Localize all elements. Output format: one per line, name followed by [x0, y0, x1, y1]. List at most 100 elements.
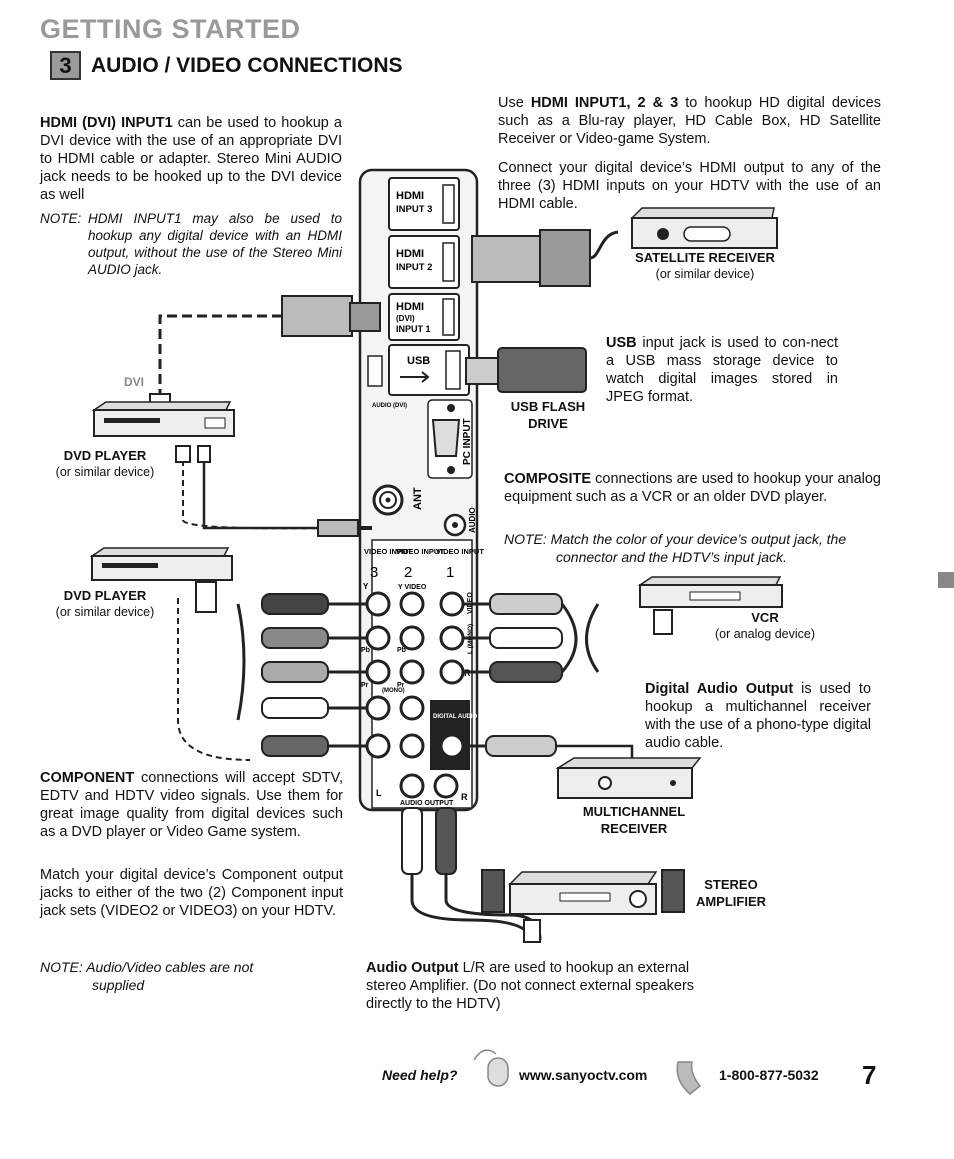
component-bold: COMPONENT	[40, 770, 135, 786]
input3-text: INPUT 3	[396, 204, 432, 215]
dvd1-audio-cable	[175, 445, 372, 537]
dvd-player-2-label: DVD PLAYER (or similar device)	[40, 587, 170, 621]
usb-port-text: USB	[407, 355, 430, 367]
composite-note-label: NOTE	[504, 531, 543, 547]
hdmi-inputs-bold: HDMI INPUT1, 2 & 3	[530, 95, 679, 111]
digital-audio-paragraph: Digital Audio Output is used to hookup a…	[645, 680, 871, 752]
video-input-2-text: VIDEO INPUT	[396, 547, 444, 556]
usb-flash-drive-label: USB FLASH DRIVE	[500, 398, 596, 432]
dvd2-label-text: DVD PLAYER	[63, 588, 147, 603]
hdmi-input-2-port: HDMI INPUT 2	[388, 235, 460, 289]
composite-plugs	[462, 593, 600, 683]
phone-icon	[676, 1061, 702, 1095]
hdmi-inputs-paragraph: Use HDMI INPUT1, 2 & 3 to hookup HD digi…	[498, 94, 881, 148]
component-paragraph: COMPONENT connections will accept SDTV, …	[40, 769, 343, 841]
hdmi-inputs-post: to hookup HD digital devices such as a B…	[498, 95, 881, 147]
usb-drive-label-line2: DRIVE	[528, 416, 568, 431]
num-1-text: 1	[446, 564, 454, 581]
dvi-port-text: (DVI)	[396, 314, 415, 323]
dvi-tag: DVI	[124, 375, 144, 389]
page-title: AUDIO / VIDEO CONNECTIONS	[91, 53, 403, 77]
multichannel-receiver-label: MULTICHANNEL RECEIVER	[566, 803, 702, 837]
note-text: HDMI INPUT1 may also be used to hookup a…	[88, 211, 342, 277]
antenna-port: ANT	[372, 484, 424, 516]
phone-number: 1-800-877-5032	[719, 1067, 819, 1083]
stereo-label-line1: STEREO	[704, 877, 758, 892]
component-note: NOTE: Audio/Video cables are not supplie…	[40, 959, 254, 993]
video-input-3-text: VIDEO INPUT	[364, 547, 412, 556]
num-3-text: 3	[370, 564, 378, 581]
dvd1-sub-text: (or similar device)	[55, 465, 155, 479]
website-link[interactable]: www.sanyoctv.com	[519, 1067, 648, 1083]
stereo-label-line2: AMPLIFIER	[695, 894, 767, 909]
dvi-cable: DVI	[124, 295, 381, 407]
need-help-text: Need help?	[382, 1067, 458, 1083]
audio-text: AUDIO	[468, 507, 477, 533]
audio-dvi-text: AUDIO (DVI)	[372, 403, 407, 409]
audio-mini-jack: AUDIO	[443, 507, 477, 537]
hdmi-dvi-paragraph: HDMI (DVI) INPUT1 can be used to hookup …	[40, 114, 342, 204]
satellite-sub-text: (or similar device)	[655, 267, 755, 281]
satellite-label-text: SATELLITE RECEIVER	[635, 250, 775, 265]
audio-output-label: AUDIO OUTPUT	[400, 800, 454, 807]
dvd-player-2-device	[89, 547, 233, 581]
audio-output-text: L/R are used to hookup an external stere…	[366, 960, 695, 1012]
multichannel-receiver-device	[555, 757, 702, 799]
input1-text: INPUT 1	[396, 324, 431, 334]
multichannel-label-line1: MULTICHANNEL	[582, 804, 686, 819]
step-heading: 3 AUDIO / VIDEO CONNECTIONS	[50, 51, 403, 80]
composite-text: connections are used to hookup your anal…	[504, 471, 881, 505]
usb-bold: USB	[606, 335, 637, 351]
hdmi-dvi-note: NOTE: HDMI INPUT1 may also be used to ho…	[40, 211, 342, 277]
hdmi-text-1: HDMI	[396, 301, 424, 313]
composite-paragraph: COMPOSITE connections are used to hookup…	[504, 470, 881, 506]
digital-audio-bold: Digital Audio Output	[645, 681, 794, 697]
hdmi-text-2: HDMI	[396, 248, 424, 260]
pr-label-2: Pr	[397, 682, 405, 689]
pb-label-3: Pb	[361, 647, 370, 654]
dvd2-sub-text: (or similar device)	[55, 605, 155, 619]
hdmi-connect-paragraph: Connect your digital device’s HDMI outpu…	[498, 160, 881, 212]
pb-label-2: Pb	[397, 647, 406, 654]
pr-label-3: Pr	[361, 682, 369, 689]
side-tab-marker	[938, 572, 954, 588]
component-match-paragraph: Match your digital device’s Component ou…	[40, 867, 343, 919]
usb-drive-label-line1: USB FLASH	[510, 399, 586, 414]
yvideo-label: Y VIDEO	[398, 584, 427, 591]
component-note-text: Audio/Video cables are not supplied	[86, 959, 254, 993]
hdmi-input-1-port: HDMI (DVI) INPUT 1	[388, 293, 460, 341]
mouse-icon	[473, 1049, 509, 1087]
digital-audio-output-label: DIGITAL AUDIO OUTPUT	[433, 714, 504, 720]
stereo-amplifier-device	[481, 869, 685, 943]
hdmi-input-3-port: HDMI INPUT 3	[388, 177, 460, 231]
stereo-amplifier-label: STEREO AMPLIFIER	[684, 876, 778, 910]
vcr-device	[637, 576, 783, 635]
audio-r-label: R	[461, 792, 468, 802]
section-title: GETTING STARTED	[40, 14, 301, 44]
composite-note-text: Match the color of your device’s output …	[550, 531, 847, 565]
video-input-1-text: VIDEO INPUT	[436, 547, 484, 556]
note-label: NOTE	[40, 211, 78, 226]
ant-text: ANT	[412, 487, 424, 510]
y-label: Y	[363, 582, 369, 591]
usb-flash-drive-device	[465, 347, 587, 393]
satellite-receiver-label: SATELLITE RECEIVER (or similar device)	[620, 249, 790, 283]
dvd1-label-text: DVD PLAYER	[63, 448, 147, 463]
digital-audio-text: is used to hookup a multichannel receive…	[645, 681, 872, 751]
usb-port: USB AUDIO (DVI)	[367, 344, 470, 409]
page-number: 7	[862, 1060, 877, 1090]
composite-bold: COMPOSITE	[504, 471, 592, 487]
mono-label: (MONO)	[382, 688, 405, 694]
usb-paragraph: USB input jack is used to con-nect a USB…	[606, 334, 838, 406]
audio-output-cables	[401, 807, 542, 941]
vcr-label: VCR (or analog device)	[690, 609, 840, 643]
component-text: connections will accept SDTV, EDTV and H…	[40, 770, 343, 840]
audio-output-bold: Audio Output	[366, 960, 459, 976]
usb-text: input jack is used to con-nect a USB mas…	[606, 335, 838, 405]
composite-note: NOTE: Match the color of your device’s o…	[504, 531, 847, 565]
pc-input-port: PC INPUT	[427, 399, 473, 479]
satellite-receiver-device	[630, 207, 778, 249]
multichannel-label-line2: RECEIVER	[600, 821, 668, 836]
pc-input-text: PC INPUT	[462, 418, 473, 465]
vcr-sub-text: (or analog device)	[714, 627, 816, 641]
